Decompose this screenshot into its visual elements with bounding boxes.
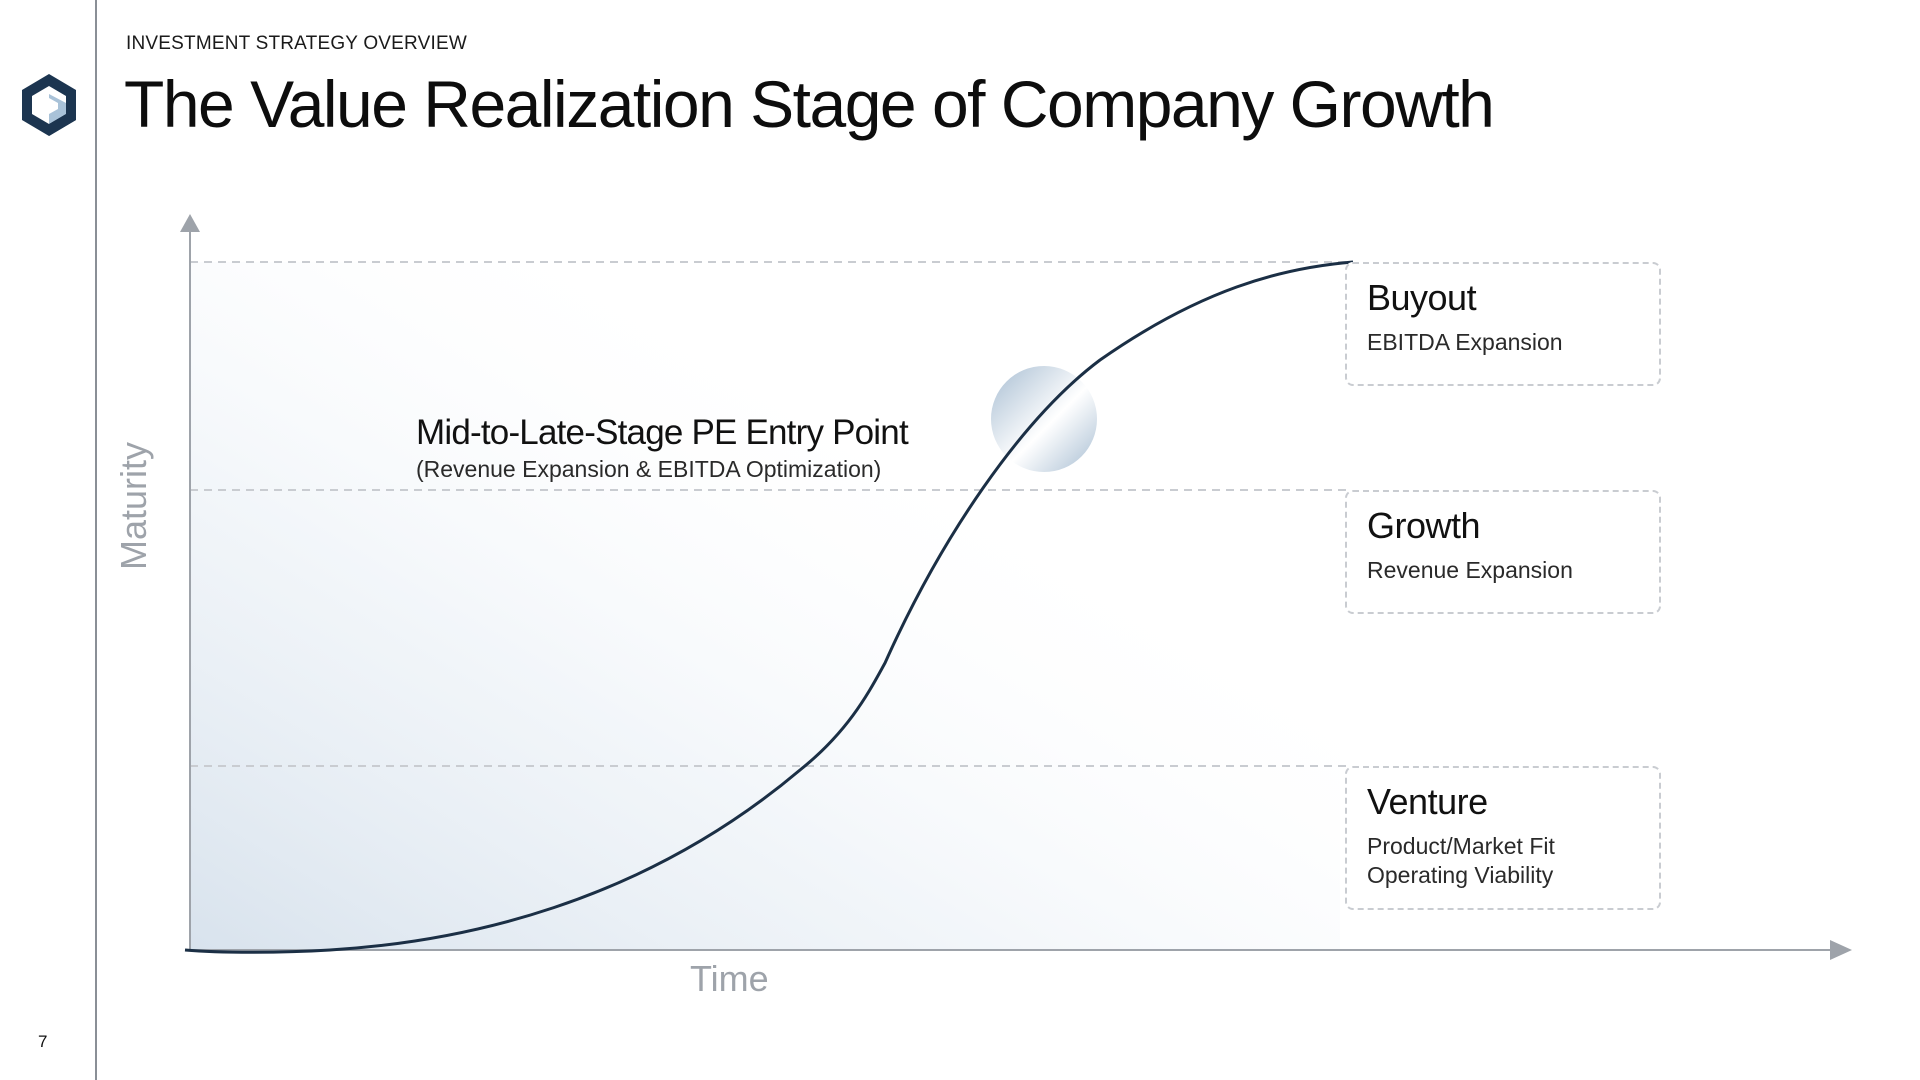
- entry-point-marker: [991, 366, 1097, 472]
- y-axis-label: Maturity: [113, 441, 154, 570]
- stage-description-line: Product/Market Fit: [1367, 833, 1555, 859]
- stage-box-venture: Venture Product/Market Fit Operating Via…: [1345, 766, 1661, 910]
- stage-description: Revenue Expansion: [1367, 556, 1639, 585]
- stage-description: Product/Market Fit Operating Viability: [1367, 832, 1639, 890]
- page-title: The Value Realization Stage of Company G…: [124, 67, 1495, 141]
- stage-description: EBITDA Expansion: [1367, 328, 1639, 357]
- y-axis-arrow-icon: [180, 214, 200, 232]
- stage-name: Growth: [1367, 505, 1481, 546]
- stage-box-buyout: Buyout EBITDA Expansion: [1345, 262, 1661, 386]
- stage-description-line: Operating Viability: [1367, 862, 1554, 888]
- stage-box-growth: Growth Revenue Expansion: [1345, 490, 1661, 614]
- x-axis-label: Time: [690, 958, 769, 999]
- x-axis-arrow-icon: [1830, 940, 1852, 960]
- entry-point-title: Mid-to-Late-Stage PE Entry Point: [416, 413, 909, 452]
- stage-description-line: EBITDA Expansion: [1367, 329, 1563, 355]
- company-logo-icon: [22, 74, 76, 136]
- section-eyebrow: INVESTMENT STRATEGY OVERVIEW: [126, 33, 467, 54]
- stage-name: Buyout: [1367, 277, 1477, 318]
- stage-description-line: Revenue Expansion: [1367, 557, 1573, 583]
- chart-background-gradient: [190, 262, 1340, 950]
- entry-point-subtitle: (Revenue Expansion & EBITDA Optimization…: [416, 456, 882, 482]
- page-number: 7: [38, 1032, 48, 1051]
- stage-name: Venture: [1367, 781, 1488, 822]
- growth-curve: [184, 260, 1354, 954]
- entry-point-label: Mid-to-Late-Stage PE Entry Point (Revenu…: [416, 412, 909, 484]
- left-divider-rule: [95, 0, 97, 1080]
